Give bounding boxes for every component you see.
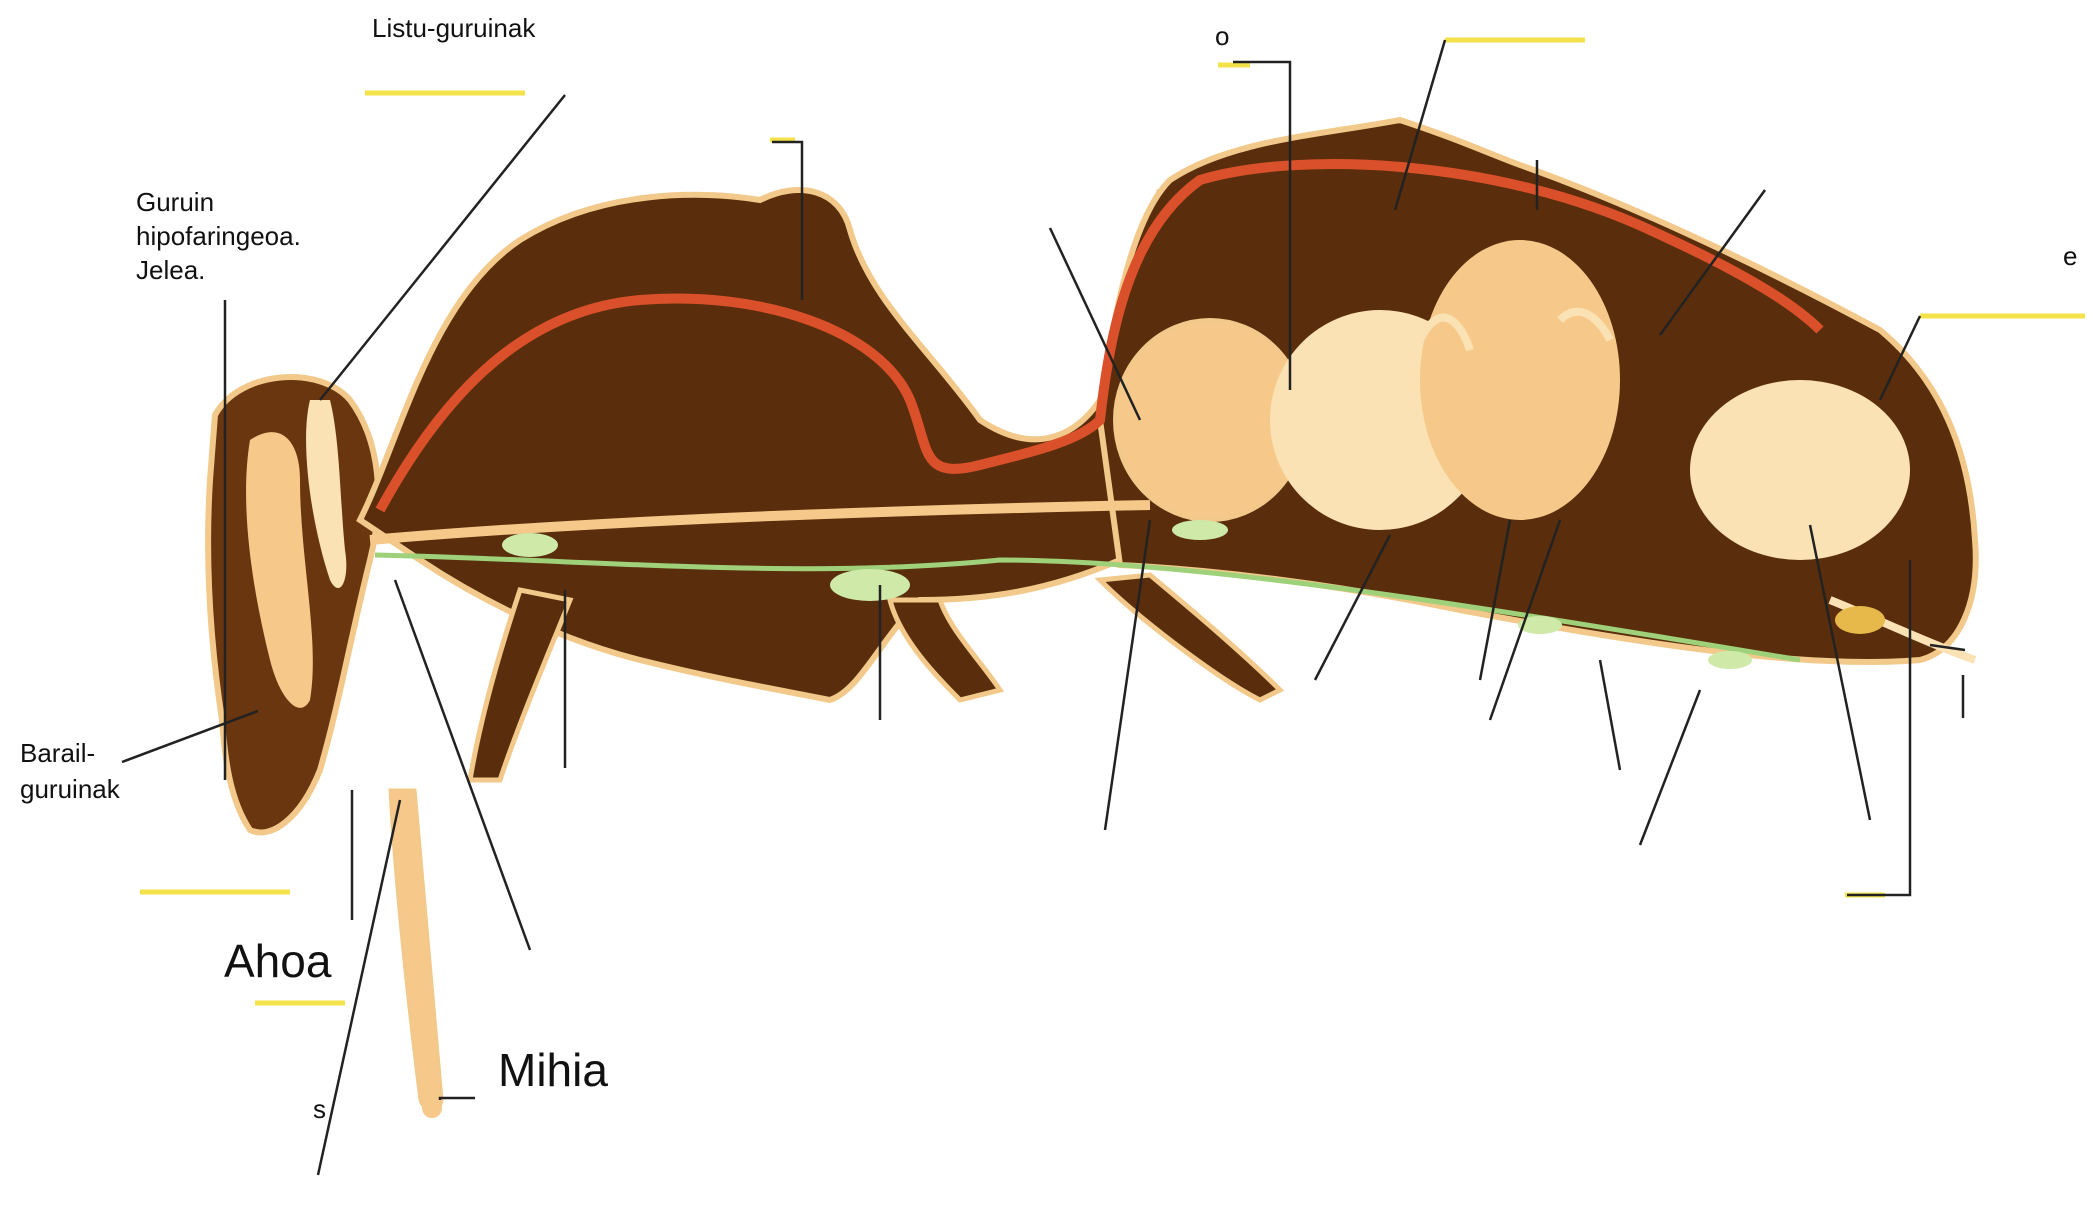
label-guruin-hipofaringeoa-line1: Guruin xyxy=(136,186,214,219)
label-mihia: Mihia xyxy=(498,1042,608,1100)
label-ahoa: Ahoa xyxy=(224,933,331,991)
label-barail-guruinak-line1: Barail- xyxy=(20,737,95,770)
label-listu-guruinak: Listu-guruinak xyxy=(372,12,535,45)
label-partial-s: s xyxy=(313,1093,326,1126)
label-guruin-hipofaringeoa-line3: Jelea. xyxy=(136,254,205,287)
label-guruin-hipofaringeoa-line2: hipofaringeoa. xyxy=(136,220,301,253)
label-barail-guruinak-line2: guruinak xyxy=(20,773,120,806)
proboscis xyxy=(390,790,442,1118)
label-partial-o: o xyxy=(1215,20,1229,53)
label-partial-e: e xyxy=(2063,240,2077,273)
